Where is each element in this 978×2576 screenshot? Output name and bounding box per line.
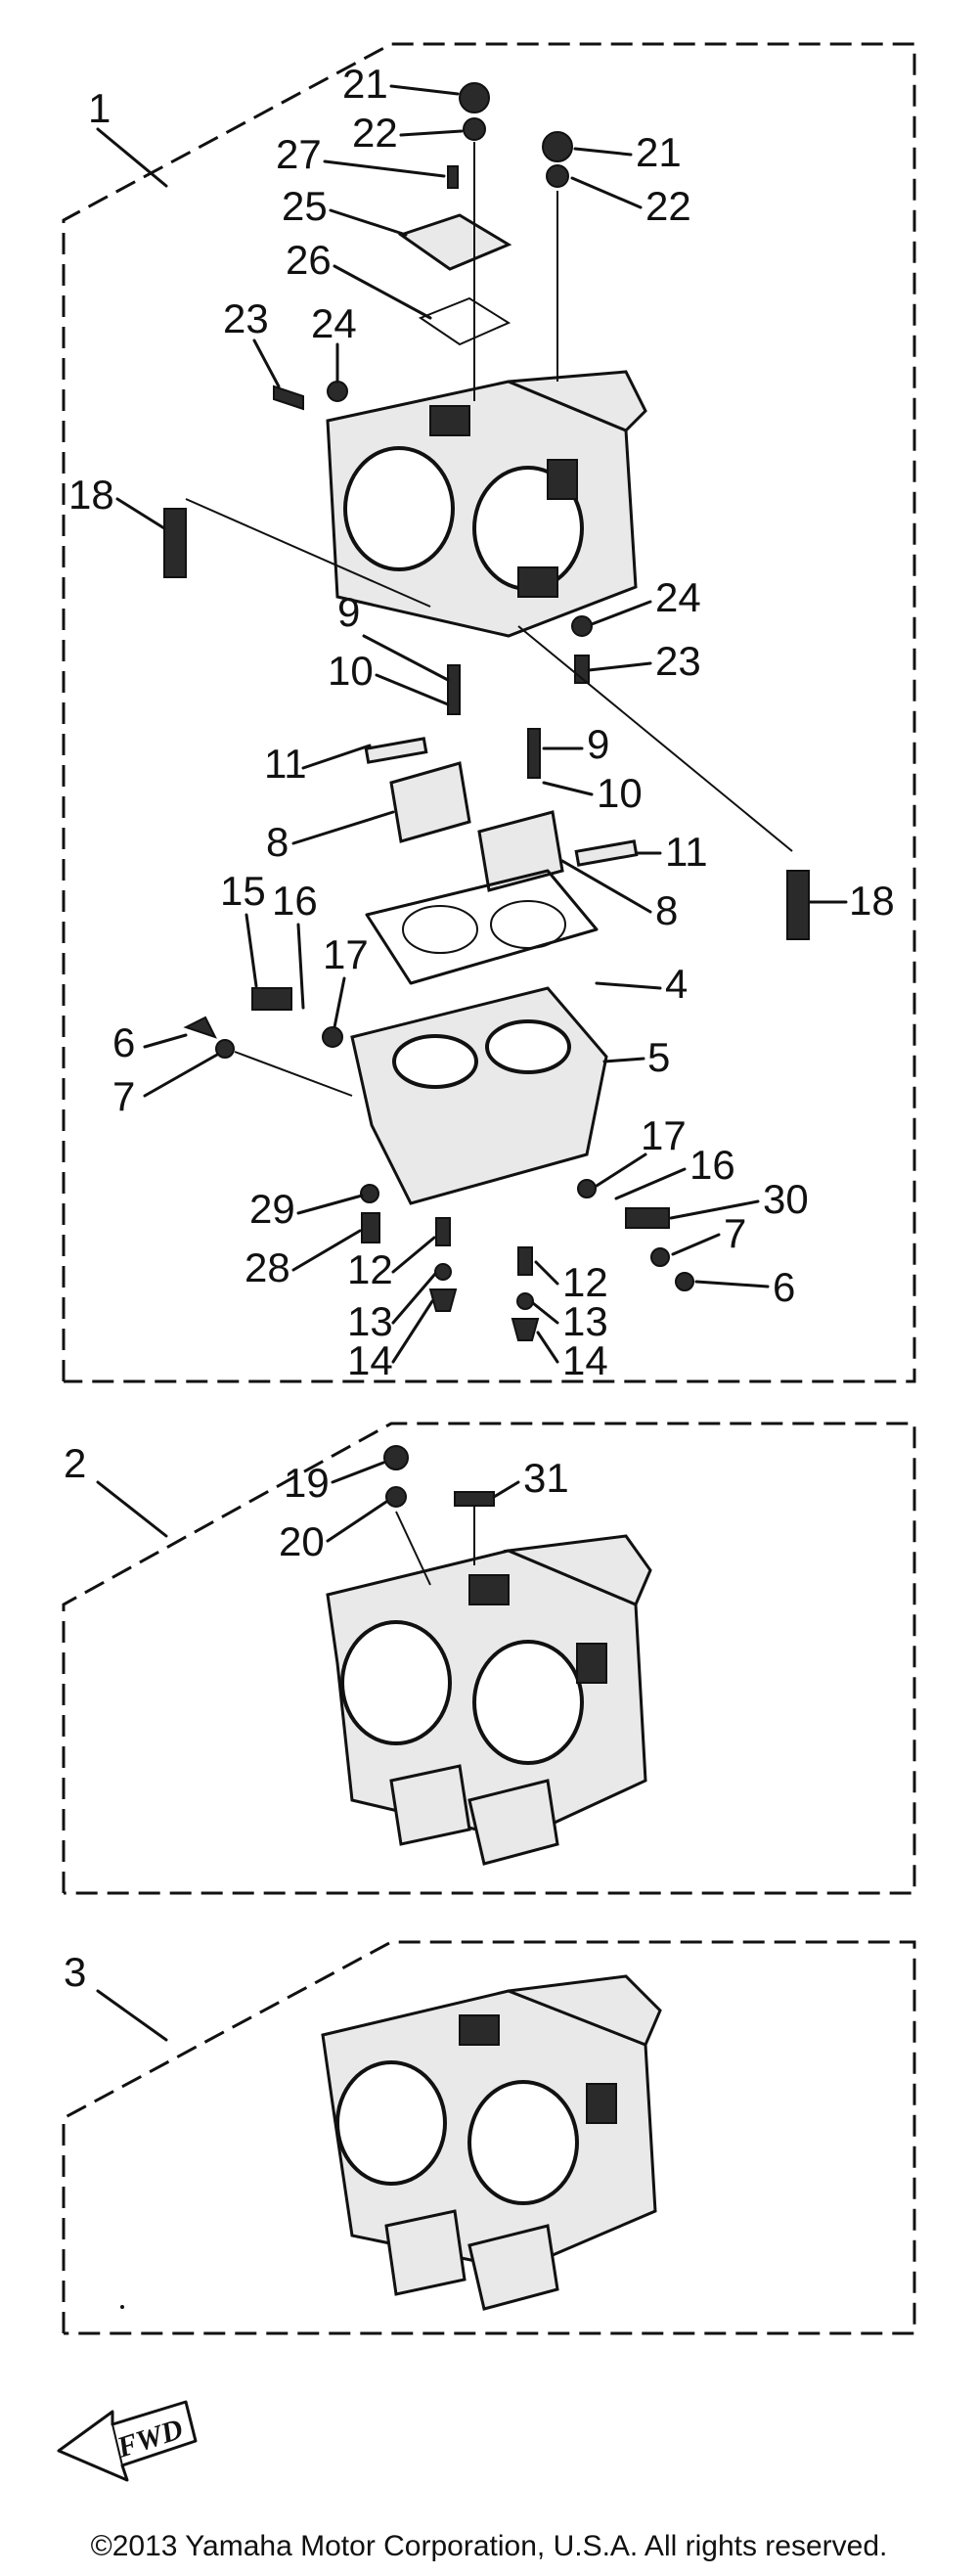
callout-8-a: 8 <box>266 819 289 865</box>
carburetor-body-top <box>326 370 647 638</box>
callout-18-a: 18 <box>68 472 114 518</box>
callout-19: 19 <box>284 1460 330 1506</box>
group-label-2: 2 <box>64 1440 86 1486</box>
callout-21-a: 21 <box>342 61 388 107</box>
callout-14-b: 14 <box>562 1337 608 1383</box>
callout-20: 20 <box>279 1518 325 1564</box>
callout-17-b: 17 <box>641 1112 687 1158</box>
callout-13-b: 13 <box>562 1298 608 1344</box>
callout-4: 4 <box>665 961 688 1007</box>
callout-11-a: 11 <box>264 741 307 787</box>
callout-27: 27 <box>276 131 322 177</box>
callout-8-b: 8 <box>655 887 678 933</box>
carburetor-assembly-3 <box>120 1974 662 2311</box>
callout-16-a: 16 <box>272 878 318 924</box>
callout-21-b: 21 <box>636 129 682 175</box>
top-cover-parts <box>163 82 793 852</box>
callout-23-a: 23 <box>223 295 269 341</box>
callout-16-b: 16 <box>689 1142 735 1188</box>
callout-28: 28 <box>244 1244 290 1290</box>
callout-11-b: 11 <box>665 829 708 875</box>
callout-15: 15 <box>220 868 266 914</box>
callout-17-a: 17 <box>323 931 369 977</box>
callout-22-b: 22 <box>645 183 691 229</box>
callout-24-b: 24 <box>655 574 701 620</box>
callout-12-a: 12 <box>347 1246 393 1292</box>
fwd-arrow-icon: FWD <box>57 2400 198 2482</box>
float-bowl <box>183 869 694 1341</box>
callout-22-a: 22 <box>352 110 398 156</box>
callout-9-a: 9 <box>337 589 360 635</box>
callouts-group-2: 19 31 20 <box>279 1455 569 1564</box>
callout-30: 30 <box>763 1176 809 1222</box>
callout-10-a: 10 <box>328 648 374 694</box>
callout-7-a: 7 <box>112 1073 135 1119</box>
carburetor-assembly-2 <box>326 1445 652 1866</box>
callout-25: 25 <box>282 183 328 229</box>
group-label-1: 1 <box>88 85 111 131</box>
callout-5: 5 <box>647 1034 670 1080</box>
callout-31: 31 <box>523 1455 569 1501</box>
callout-13-a: 13 <box>347 1298 393 1344</box>
callout-6-a: 6 <box>112 1019 135 1065</box>
group-frame-3: 3 <box>62 1940 916 2335</box>
callouts-group-1: 21 22 27 25 26 21 22 23 24 18 24 23 9 10… <box>68 61 895 1383</box>
callout-23-b: 23 <box>655 638 701 684</box>
copyright-notice: ©2013 Yamaha Motor Corporation, U.S.A. A… <box>90 2530 888 2562</box>
callout-26: 26 <box>286 237 332 283</box>
callout-9-b: 9 <box>587 721 609 767</box>
group-frame-1: 1 <box>62 42 916 1383</box>
group-label-3: 3 <box>64 1949 86 1995</box>
callout-10-b: 10 <box>597 770 643 816</box>
callout-29: 29 <box>249 1186 295 1232</box>
callout-24-a: 24 <box>311 300 357 346</box>
callout-18-b: 18 <box>849 878 895 924</box>
group-frame-2: 2 <box>62 1422 916 1895</box>
callout-12-b: 12 <box>562 1259 608 1305</box>
callout-6-b: 6 <box>773 1264 795 1310</box>
callout-7-b: 7 <box>724 1210 746 1256</box>
callout-14-a: 14 <box>347 1337 393 1383</box>
